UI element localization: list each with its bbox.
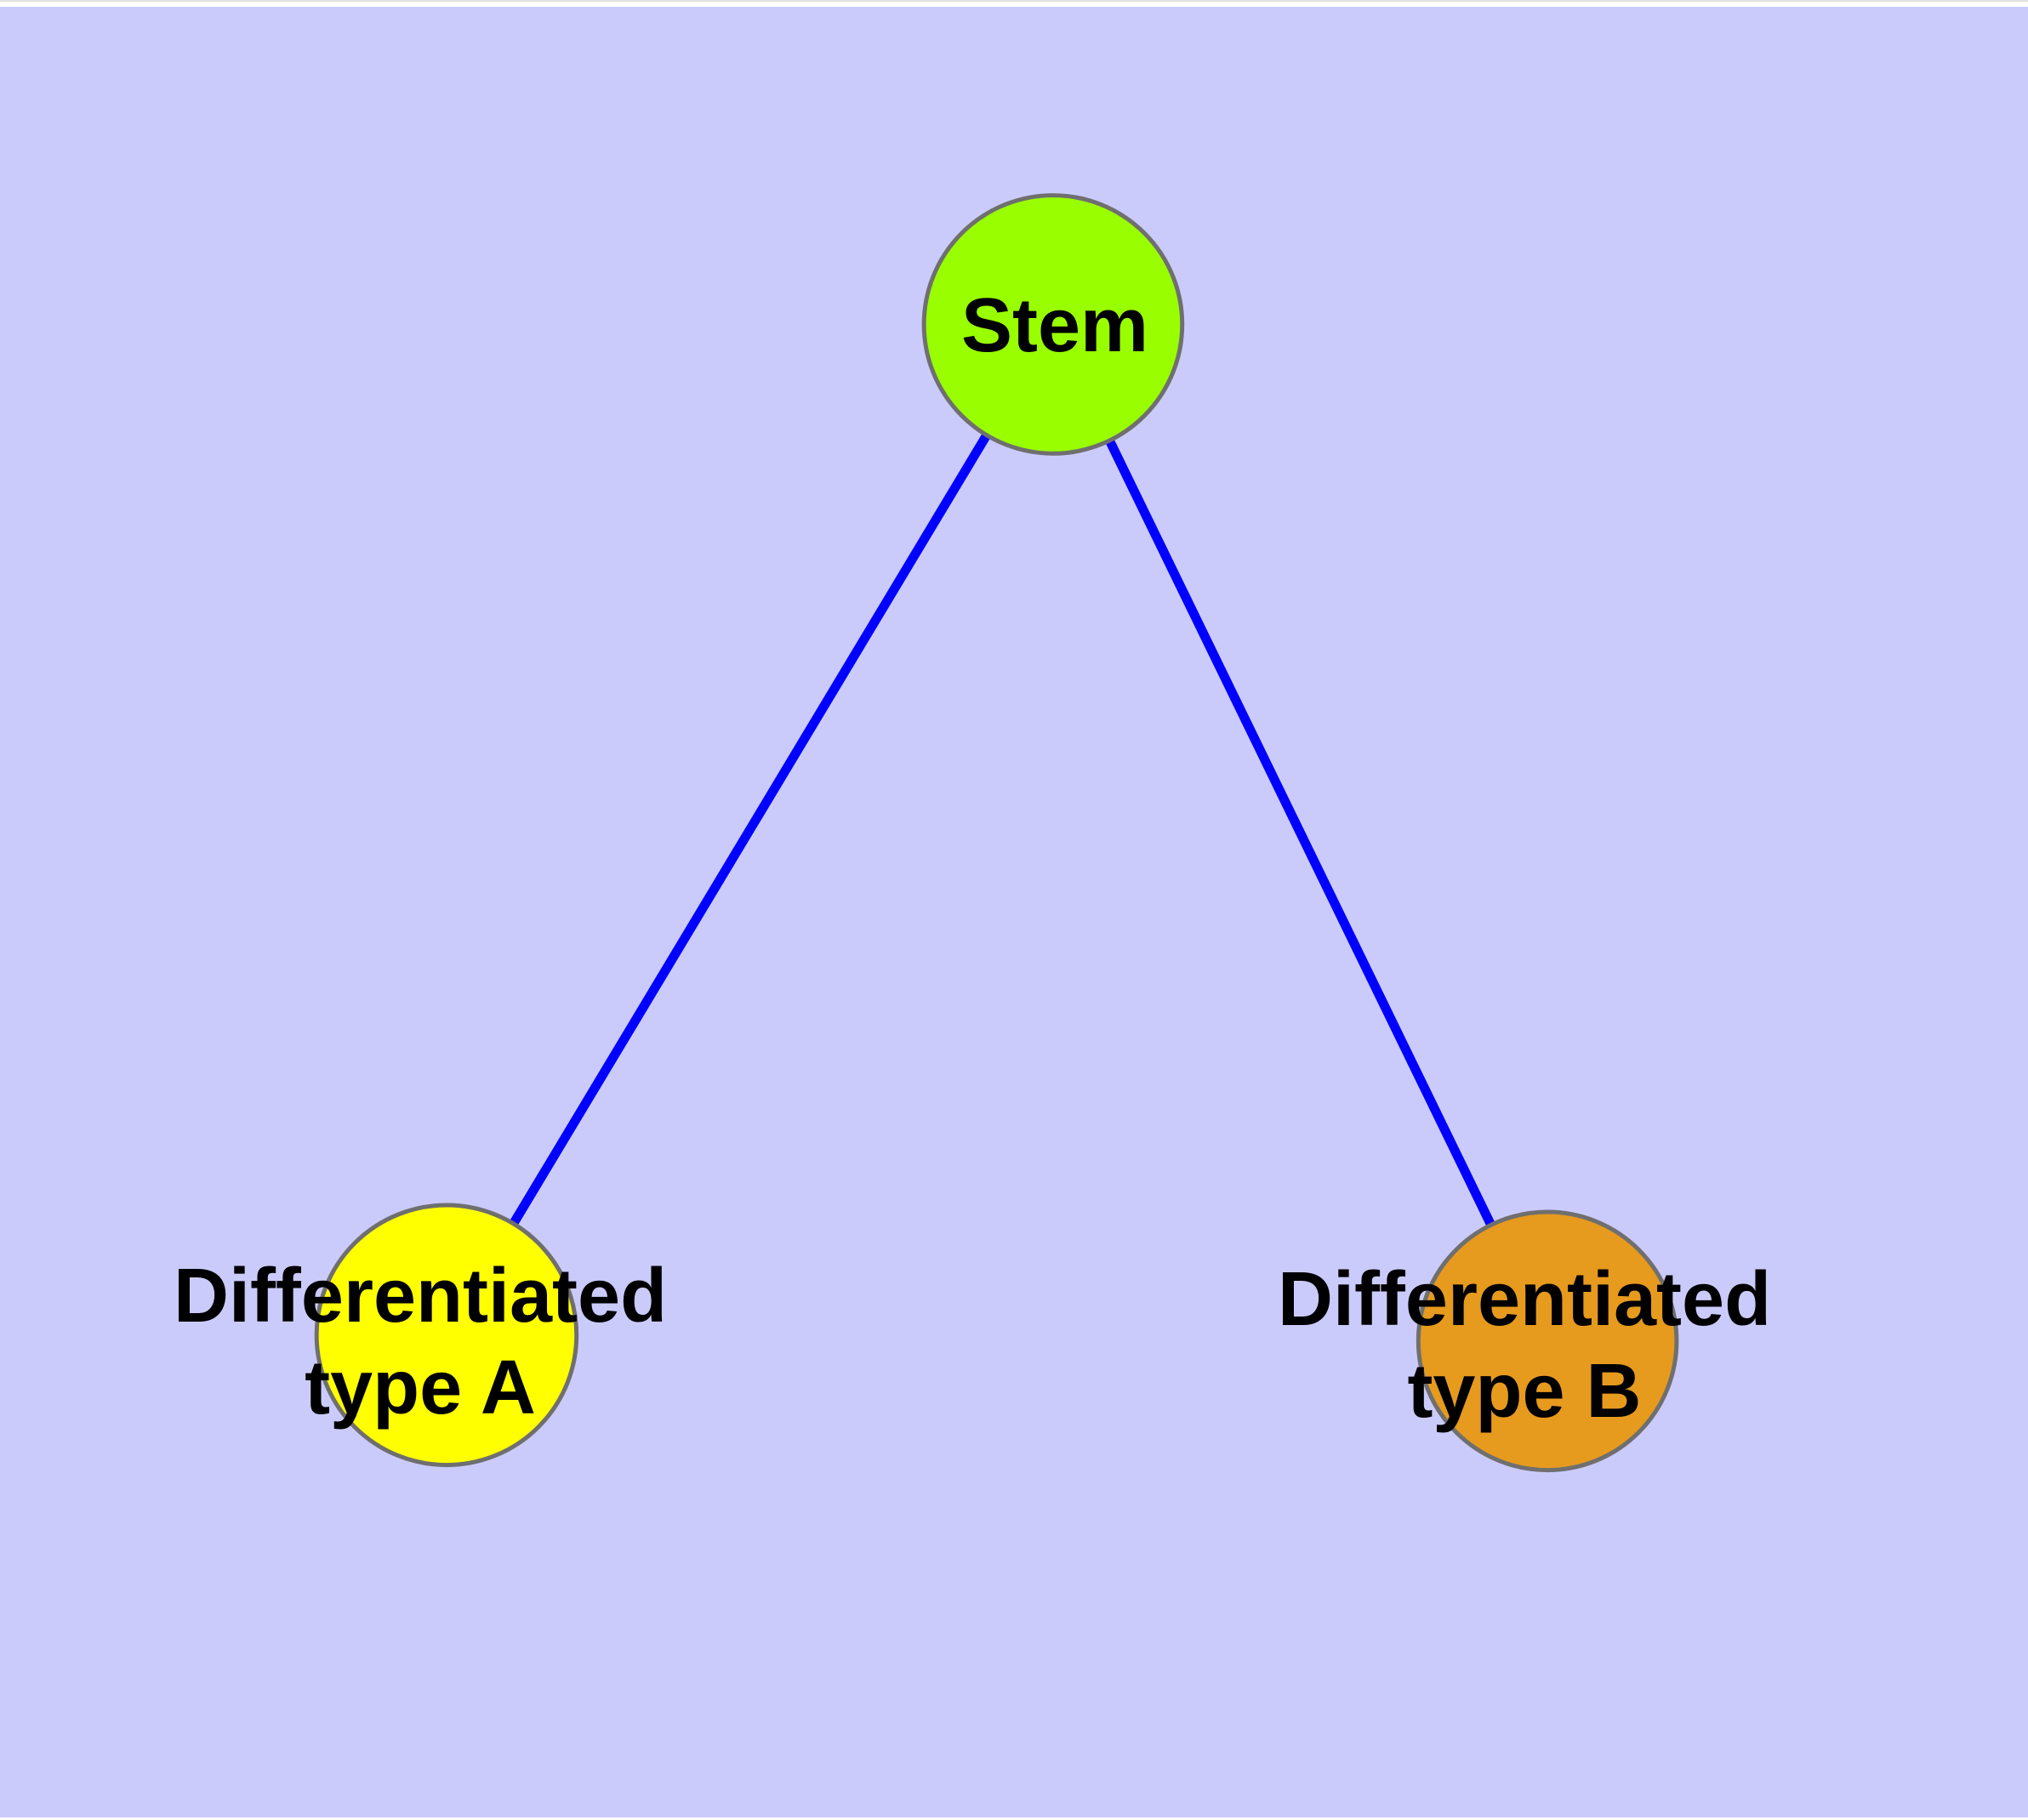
edge-stem-to-differentiated-type-b (1048, 322, 1552, 1344)
edge-stem-to-differentiated-type-a (442, 321, 1057, 1338)
graph-svg (314, 193, 1679, 1473)
edges-layer (442, 321, 1552, 1344)
nodes-layer (314, 193, 1679, 1473)
node-differentiated-type-b (1416, 1209, 1679, 1473)
node-stem (921, 193, 1185, 456)
node-differentiated-type-a (314, 1203, 579, 1468)
